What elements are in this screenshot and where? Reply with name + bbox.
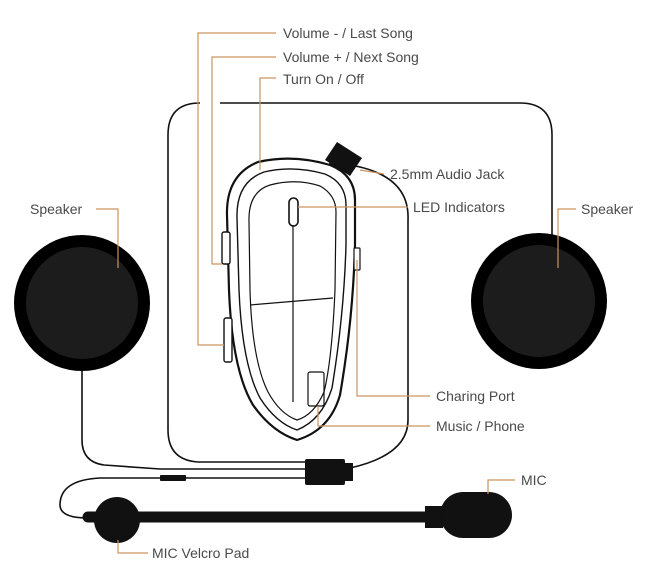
- cable-loop-lower: [167, 240, 305, 463]
- cable-connector: [305, 459, 345, 485]
- audio-jack-plug: [325, 142, 362, 176]
- label-mic: MIC: [521, 472, 547, 488]
- headset-unit: [221, 157, 361, 442]
- label-volume-up: Volume + / Next Song: [283, 49, 419, 65]
- label-charging-port: Charing Port: [436, 388, 515, 404]
- label-led-indicators: LED Indicators: [413, 199, 505, 215]
- label-volume-down: Volume - / Last Song: [283, 25, 413, 41]
- left-speaker: [14, 235, 150, 371]
- mic-cable: [59, 477, 305, 519]
- label-audio-jack: 2.5mm Audio Jack: [390, 166, 505, 182]
- boom-mic: [82, 492, 512, 538]
- leader-lines: [96, 32, 576, 554]
- left-speaker-cable: [81, 370, 305, 470]
- cable-connector-collar: [345, 463, 353, 481]
- label-power: Turn On / Off: [283, 71, 364, 87]
- label-music-phone: Music / Phone: [436, 418, 525, 434]
- label-speaker-left: Speaker: [30, 201, 82, 217]
- right-speaker: [471, 233, 607, 369]
- cable-loop: [167, 102, 553, 240]
- label-speaker-right: Speaker: [581, 201, 633, 217]
- device-cable: [349, 164, 409, 469]
- mic-velcro-pad: [94, 497, 140, 543]
- label-mic-velcro-pad: MIC Velcro Pad: [152, 545, 249, 561]
